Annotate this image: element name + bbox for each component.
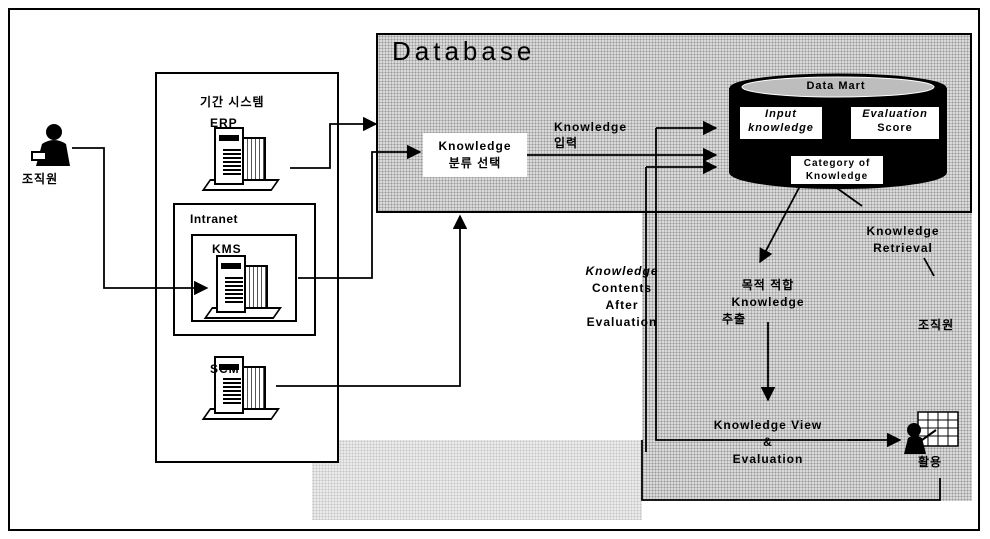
retrieval-line2: Retrieval (873, 241, 933, 255)
view-eval-line2: & (763, 435, 773, 449)
employee-left-icon (31, 124, 70, 166)
dm-input-line2: knowledge (748, 122, 814, 134)
dm-evaluation-line1: Evaluation (862, 108, 928, 120)
retrieval-line1: Knowledge (866, 224, 940, 238)
knowledge-select-box (423, 133, 527, 177)
dm-category-box (790, 155, 884, 185)
erp-label: ERP (210, 116, 238, 130)
knowledge-select-line2: 분류 선택 (448, 156, 502, 170)
after-eval-line4: Evaluation (586, 315, 658, 329)
dm-evaluation-box (850, 106, 940, 140)
after-eval-line2: Contents (592, 281, 652, 295)
dm-input-box (739, 106, 823, 140)
employee-left-label: 조직원 (22, 172, 59, 186)
intranet-label: Intranet (190, 212, 239, 226)
kms-label: KMS (212, 242, 242, 256)
usage-person-icon (904, 411, 959, 454)
extraction-line1: 목적 적합 (741, 278, 795, 292)
dm-evaluation-line2: Score (877, 122, 913, 134)
dm-input-line1: Input (765, 108, 797, 120)
dm-category-line2: Knowledge (805, 171, 869, 182)
employee-right-label: 조직원 (918, 318, 955, 332)
view-eval-line3: Evaluation (732, 452, 804, 466)
knowledge-input-line2: 입력 (554, 136, 579, 150)
extraction-line2: Knowledge (731, 295, 805, 309)
after-eval-line1: Knowledge (585, 264, 659, 278)
retrieval-region (642, 213, 972, 501)
scm-label: SCM (210, 362, 240, 376)
lower-dotted-region (312, 440, 642, 520)
view-eval-line1: Knowledge View (713, 418, 823, 432)
extraction-line3: 추출 (722, 312, 747, 326)
knowledge-select-line1: Knowledge (438, 139, 512, 153)
scm-server-icon (201, 356, 282, 422)
knowledge-input-line1: Knowledge (554, 120, 628, 134)
outer-frame (8, 8, 980, 531)
usage-label: 활용 (918, 455, 943, 469)
erp-server-icon (201, 127, 282, 193)
kms-server-icon (203, 255, 284, 321)
data-mart-title: Data Mart (806, 80, 866, 92)
dm-category-line1: Category of (803, 158, 871, 169)
after-eval-line3: After (605, 298, 639, 312)
core-systems-title: 기간 시스템 (200, 95, 265, 109)
database-title: Database (392, 36, 536, 66)
